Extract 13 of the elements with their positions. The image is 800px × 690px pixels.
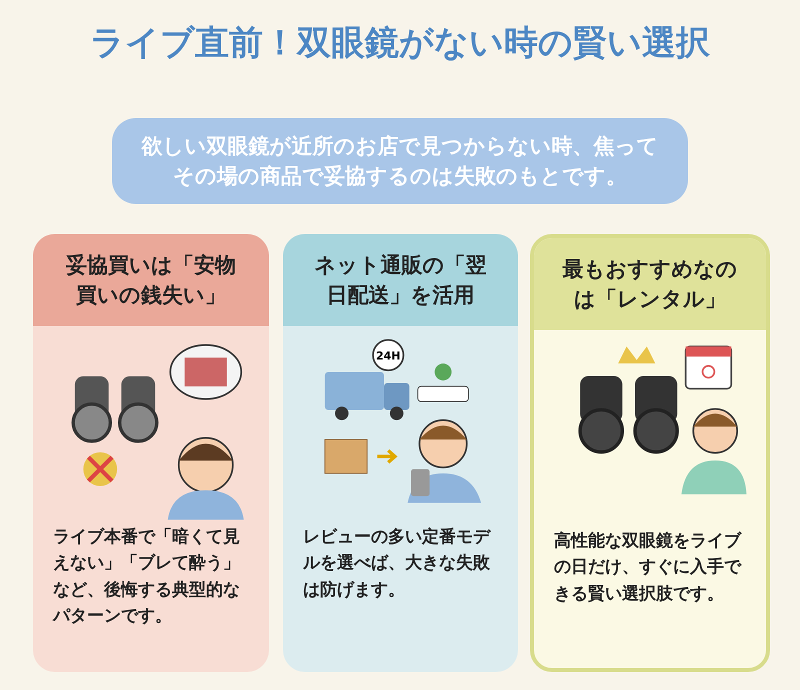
title: ライブ直前！双眼鏡がない時の賢い選択 (89, 22, 711, 65)
info-card (530, 234, 770, 672)
card-heading: ネット通販の「翌日配送」を活用 (314, 252, 488, 309)
card-heading: 妥協買いは「安物買いの銭失い」 (65, 252, 237, 309)
info-card (33, 234, 269, 672)
banner-text: 欲しい双眼鏡が近所のお店で見つからない時、焦ってその場の商品で妥協するのは失敗のもとです。 (140, 132, 660, 190)
clock-label: 24H (376, 349, 400, 362)
message-banner (112, 118, 688, 204)
card-text: ライブ本番で「暗くて見えない」「ブレて酔う」など、後悔する典型的なパターンです。 (53, 526, 241, 628)
card-text: レビューの多い定番モデルを選べば、大きな失敗は防げます。 (303, 526, 492, 602)
card-text: 高性能な双眼鏡をライブの日だけ、すぐに入手できる賢い選択肢です。 (554, 530, 743, 606)
card-heading: 最もおすすめなのは「レンタル」 (562, 256, 738, 313)
info-card (283, 234, 518, 672)
